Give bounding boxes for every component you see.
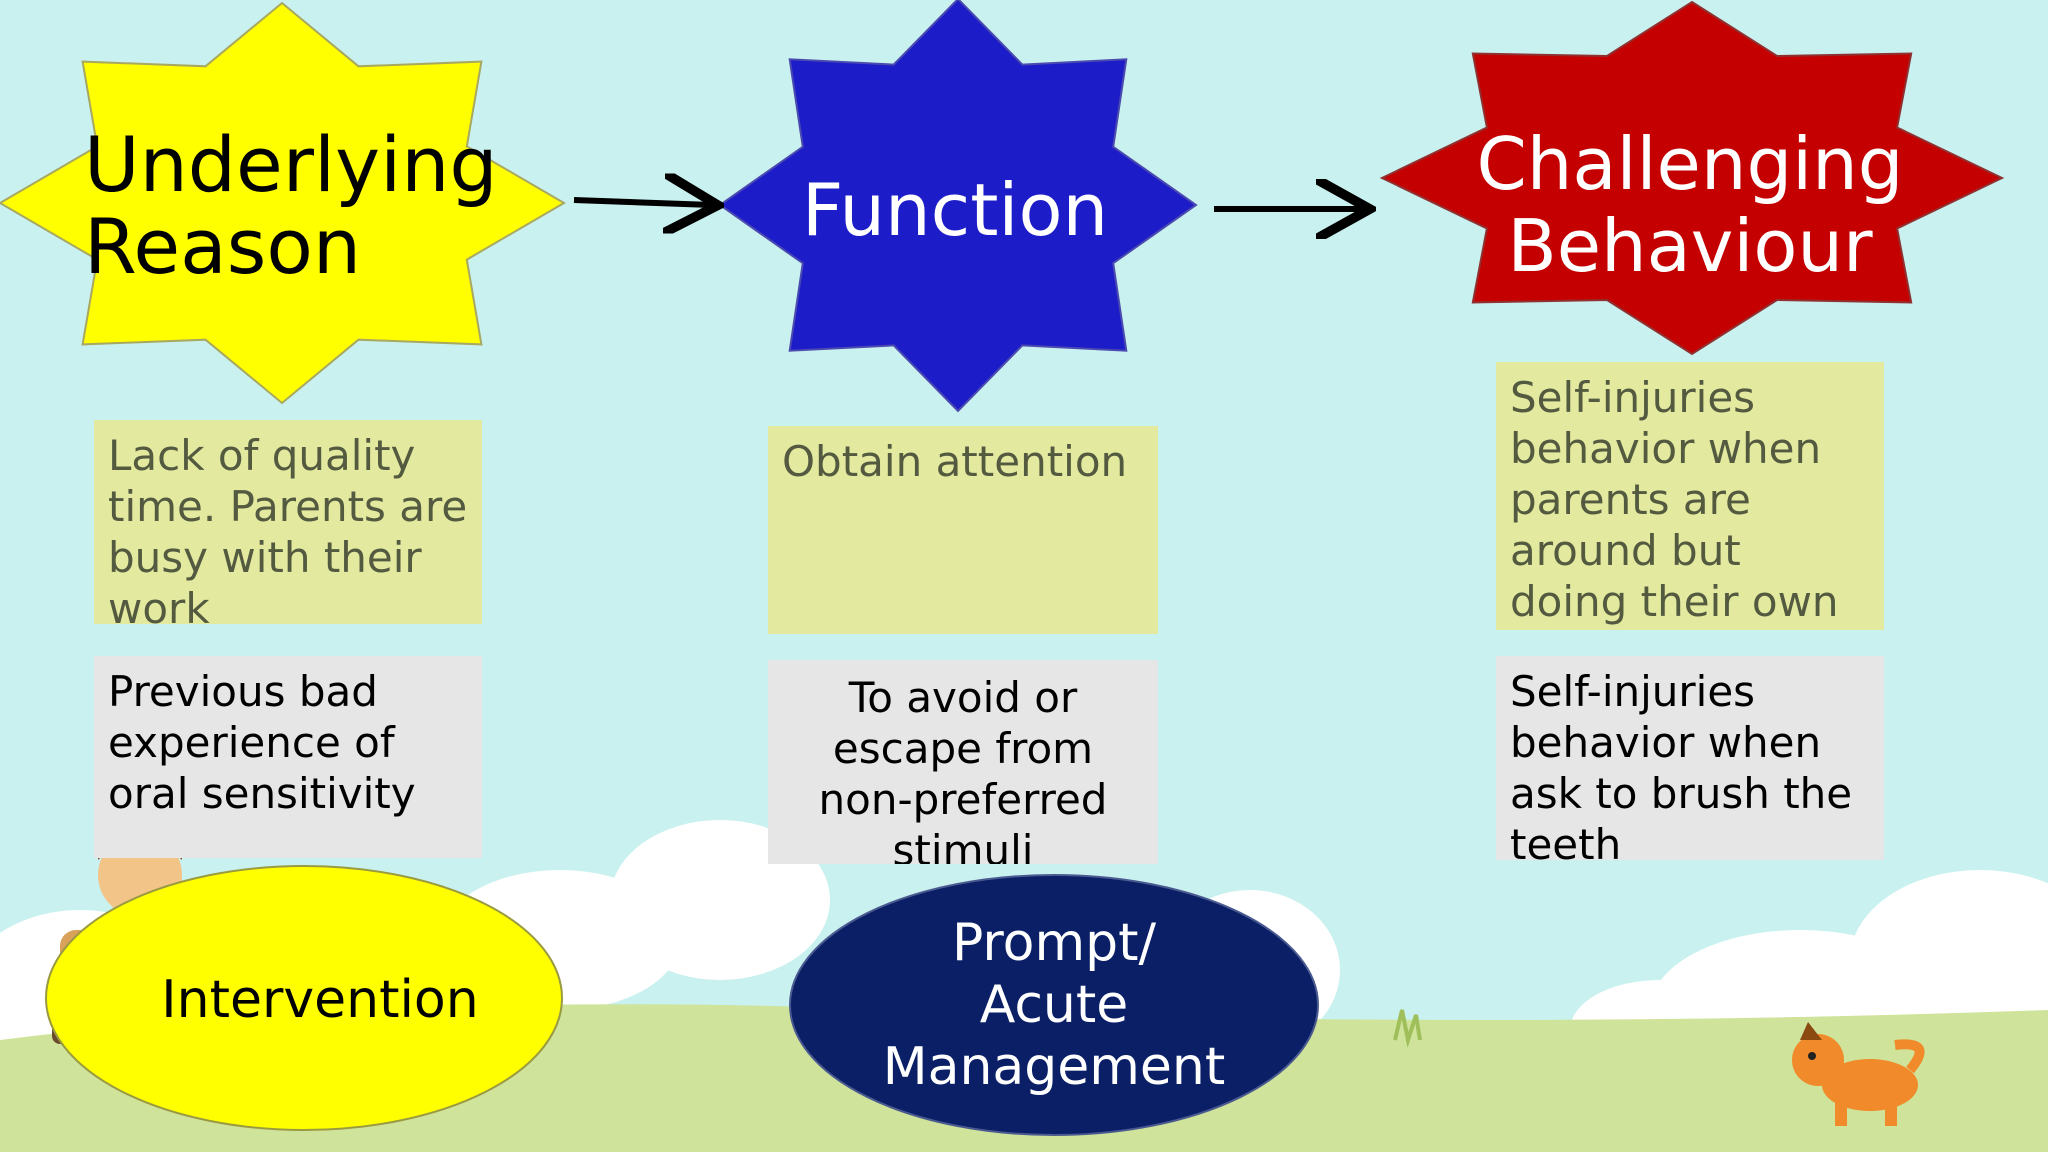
dog-figure	[1792, 1022, 1925, 1126]
challenging-behaviour-example: Self-injuries behavior when ask to brush…	[1496, 656, 1884, 860]
grass-tuft	[1393, 1009, 1422, 1048]
prompt-acute-management-label: Prompt/ Acute Management	[882, 913, 1226, 1097]
challenging-behaviour-label: Challenging Behaviour	[1476, 122, 1904, 288]
function-example: To avoid or escape from non-preferred st…	[768, 660, 1158, 864]
challenging-behaviour-note: Self-injuries behavior when parents are …	[1496, 362, 1884, 630]
function-label: Function	[801, 168, 1109, 252]
underlying-reason-star	[0, 1, 566, 405]
underlying-reason-label: Underlying Reason	[84, 120, 498, 291]
function-star	[718, 0, 1198, 413]
prompt-ellipse	[789, 874, 1319, 1136]
underlying-reason-note: Lack of quality time. Parents are busy w…	[94, 420, 482, 624]
intervention-ellipse	[45, 865, 563, 1131]
function-note: Obtain attention	[768, 426, 1158, 634]
underlying-reason-example: Previous bad experience of oral sensitiv…	[94, 656, 482, 858]
challenging-behaviour-star	[1379, 0, 2005, 356]
intervention-label: Intervention	[161, 970, 479, 1030]
arrow-reason-to-function	[573, 200, 712, 205]
